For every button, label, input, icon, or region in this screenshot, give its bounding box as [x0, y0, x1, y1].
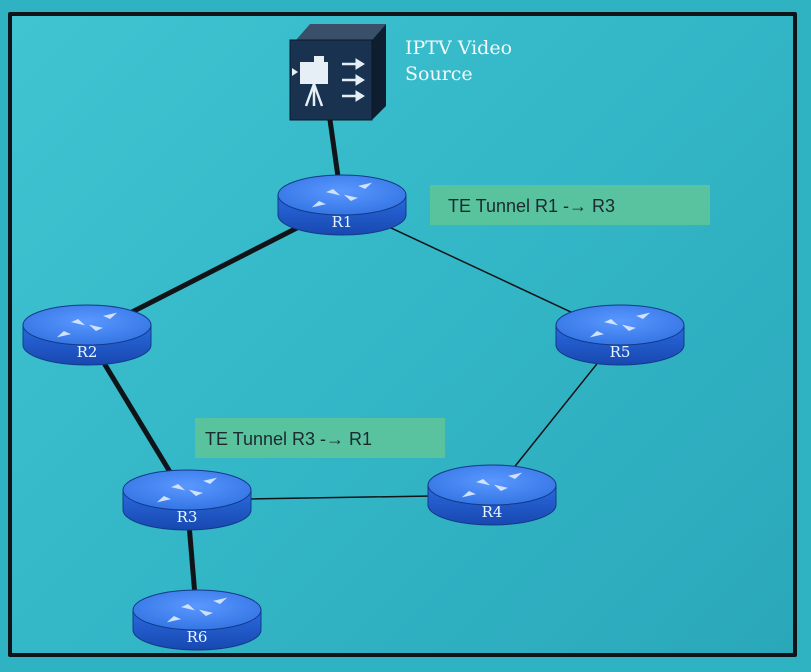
router-top: [22, 304, 152, 346]
router-arrows-icon: [589, 312, 651, 338]
router-arrow: [601, 317, 619, 326]
router-arrow: [311, 199, 329, 208]
router-arrow: [100, 312, 118, 321]
router-arrow: [200, 477, 218, 486]
tunnel-label-reverse-text: TE Tunnel R3 -→ R1: [205, 429, 372, 449]
router-arrow: [156, 494, 174, 503]
router-r1-label: R1: [332, 213, 353, 231]
video-camera-icon: [292, 56, 328, 107]
router-top: [427, 464, 557, 506]
router-top: [555, 304, 685, 346]
router-top: [132, 589, 262, 631]
router-r4: R4: [427, 464, 557, 526]
router-arrow: [633, 312, 651, 321]
router-arrow: [198, 609, 216, 618]
router-arrow: [188, 489, 206, 498]
router-r6: R6: [132, 589, 262, 651]
router-r3: R3: [122, 469, 252, 531]
tunnel-label-forward-text: TE Tunnel R1 -→ R3: [448, 196, 615, 216]
routers: R1 R2 R3 R4 R5 R6: [22, 174, 685, 651]
router-arrows-icon: [311, 182, 373, 208]
router-r5-label: R5: [610, 343, 631, 361]
router-arrow: [473, 477, 491, 486]
tunnel-label-forward: TE Tunnel R1 -→ R3: [430, 185, 710, 225]
router-arrow: [505, 472, 523, 481]
router-r3-label: R3: [177, 508, 198, 526]
router-arrows-icon: [461, 472, 523, 498]
router-r6-label: R6: [187, 628, 208, 646]
router-arrows-icon: [166, 597, 228, 623]
router-arrow: [621, 324, 639, 333]
source-label-line1: IPTV Video: [405, 37, 512, 59]
iptv-video-source: [289, 24, 386, 121]
router-arrow: [166, 614, 184, 623]
router-top: [122, 469, 252, 511]
router-arrow: [210, 597, 228, 606]
router-arrow: [323, 187, 341, 196]
router-arrow: [589, 329, 607, 338]
router-arrow: [56, 329, 74, 338]
router-top: [277, 174, 407, 216]
output-arrows-icon: [342, 58, 365, 102]
router-arrow: [493, 484, 511, 493]
source-label-line2: Source: [405, 63, 473, 85]
router-r2: R2: [22, 304, 152, 366]
tunnel-label-reverse: TE Tunnel R3 -→ R1: [195, 418, 445, 458]
router-arrow: [355, 182, 373, 191]
router-r5: R5: [555, 304, 685, 366]
router-arrow: [343, 194, 361, 203]
router-r4-label: R4: [482, 503, 503, 521]
router-arrow: [178, 602, 196, 611]
router-r2-label: R2: [77, 343, 98, 361]
router-arrow: [461, 489, 479, 498]
router-arrows-icon: [56, 312, 118, 338]
router-arrow: [168, 482, 186, 491]
router-arrows-icon: [156, 477, 218, 503]
router-arrow: [68, 317, 86, 326]
router-r1: R1: [277, 174, 407, 236]
router-arrow: [88, 324, 106, 333]
